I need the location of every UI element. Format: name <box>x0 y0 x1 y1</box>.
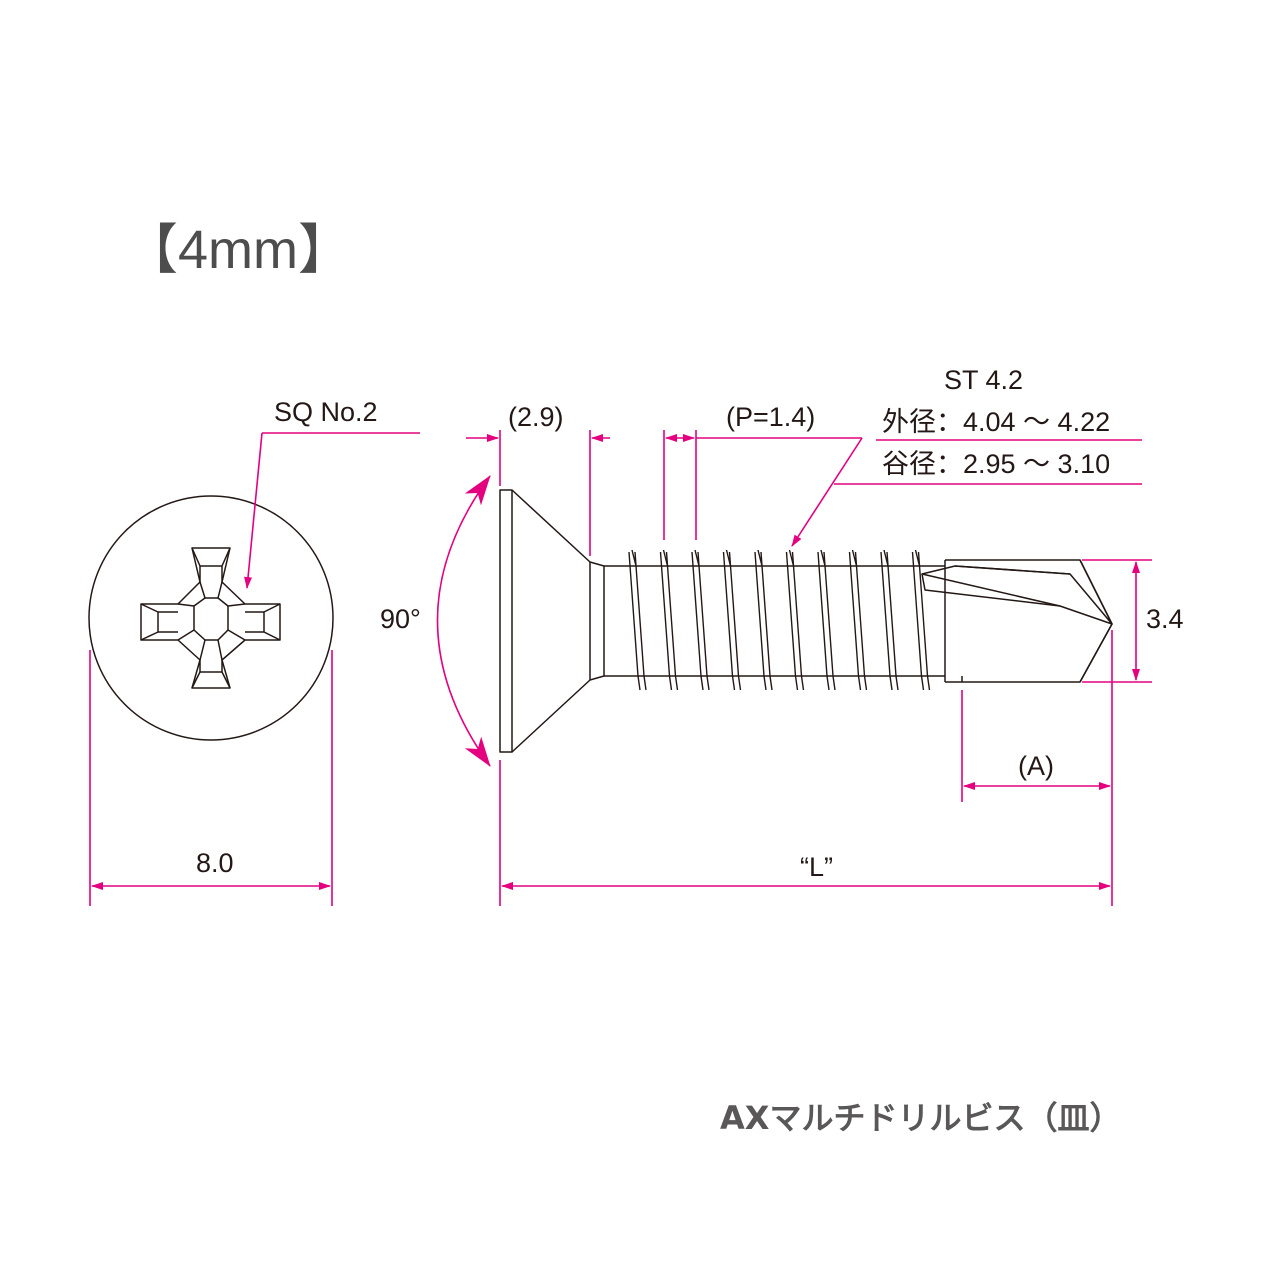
head-diameter-label: 8.0 <box>196 848 234 878</box>
thread-crest <box>817 549 836 691</box>
outer-diameter-label: 外径：4.04 ～ 4.22 <box>882 407 1110 437</box>
total-length-label: “L” <box>800 852 833 882</box>
screw-side-view <box>499 489 1113 753</box>
thread-crest <box>659 549 679 691</box>
thread-crest <box>722 549 742 691</box>
head-angle-label: 90° <box>380 604 421 634</box>
root-diameter-label: 谷径：2.95 ～ 3.10 <box>882 449 1110 479</box>
thread-crest <box>691 549 710 691</box>
page-title: 【4mm】 <box>124 220 352 280</box>
dimension-lines <box>89 430 1152 906</box>
pitch-label: (P=1.4) <box>726 402 815 432</box>
thread-crest <box>785 549 805 691</box>
thread-crest <box>754 549 773 691</box>
product-name: AXマルチドリルビス（皿） <box>720 1099 1121 1137</box>
thread-crest <box>880 549 899 691</box>
drive-size-label: SQ No.2 <box>274 397 378 427</box>
drill-length-label: (A) <box>1018 751 1054 781</box>
drill-diameter-label: 3.4 <box>1146 604 1184 634</box>
thread-crest <box>848 549 868 691</box>
head-height-label: (2.9) <box>508 402 564 432</box>
thread-crest <box>911 549 931 691</box>
thread-spec-label: ST 4.2 <box>944 365 1023 395</box>
thread-crest <box>628 549 647 691</box>
screw-head-top-view <box>88 495 334 741</box>
thread-profile <box>628 549 931 691</box>
